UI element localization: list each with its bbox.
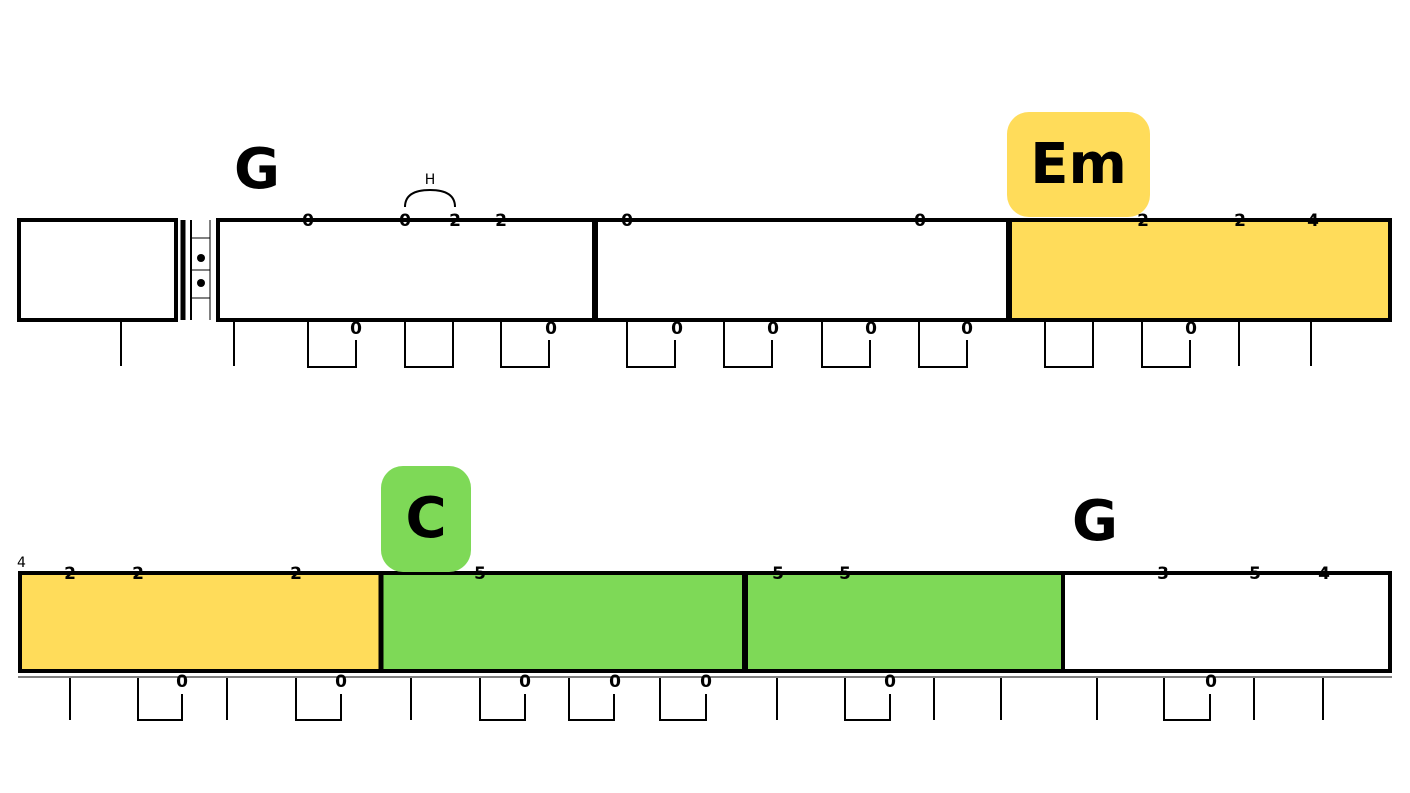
hammer-on-label: H	[425, 172, 436, 188]
fret-number: 5	[1249, 564, 1261, 584]
fret-number: 0	[335, 672, 347, 692]
measure-number: 4	[17, 555, 26, 571]
fret-number: 2	[1234, 211, 1246, 231]
fret-number: 0	[519, 672, 531, 692]
chord-label-g: G	[234, 137, 280, 202]
em-highlight	[1012, 220, 1390, 320]
em-highlight	[20, 573, 380, 671]
fret-number: 0	[302, 211, 314, 231]
fret-number: 5	[474, 564, 486, 584]
fret-number: 0	[700, 672, 712, 692]
fret-number: 0	[350, 319, 362, 339]
fret-number: 0	[884, 672, 896, 692]
staff-box	[17, 218, 178, 322]
repeat-dot	[197, 254, 205, 262]
fret-number: 0	[1205, 672, 1217, 692]
fret-number: 2	[1137, 211, 1149, 231]
fret-number: 0	[399, 211, 411, 231]
fret-number: 0	[671, 319, 683, 339]
fret-number: 0	[176, 672, 188, 692]
fret-number: 2	[290, 564, 302, 584]
chord-label-c: C	[381, 466, 471, 572]
fret-number: 5	[772, 564, 784, 584]
fret-number: 0	[865, 319, 877, 339]
fret-number: 0	[1185, 319, 1197, 339]
c-highlight	[380, 573, 1063, 671]
system-2: 4 2 2 2 5 5 5 3 5 4 0 0 0 0 0 0 0	[17, 555, 1392, 721]
fret-number: 2	[132, 564, 144, 584]
staff-box	[216, 218, 1392, 322]
hammer-on-slur	[404, 188, 456, 208]
repeat-dot	[197, 279, 205, 287]
system-1: H 0 0 2 2 0 0 2 2 4 0 0 0 0 0 0 0	[17, 172, 1392, 368]
fret-number: 0	[767, 319, 779, 339]
fret-number: 2	[495, 211, 507, 231]
chord-label-em: Em	[1007, 112, 1150, 217]
fret-number: 0	[914, 211, 926, 231]
staff-box	[18, 571, 1392, 673]
fret-number: 2	[449, 211, 461, 231]
rhythm-stems	[120, 322, 1312, 368]
fret-number: 0	[545, 319, 557, 339]
fret-number: 5	[839, 564, 851, 584]
fret-number: 0	[609, 672, 621, 692]
rhythm-stems	[69, 678, 1324, 721]
fret-number: 3	[1157, 564, 1169, 584]
chord-label-g: G	[1072, 489, 1118, 554]
fret-number: 4	[1307, 211, 1319, 231]
fret-number: 0	[961, 319, 973, 339]
fret-number: 4	[1318, 564, 1330, 584]
fret-number: 0	[621, 211, 633, 231]
fret-number: 2	[64, 564, 76, 584]
